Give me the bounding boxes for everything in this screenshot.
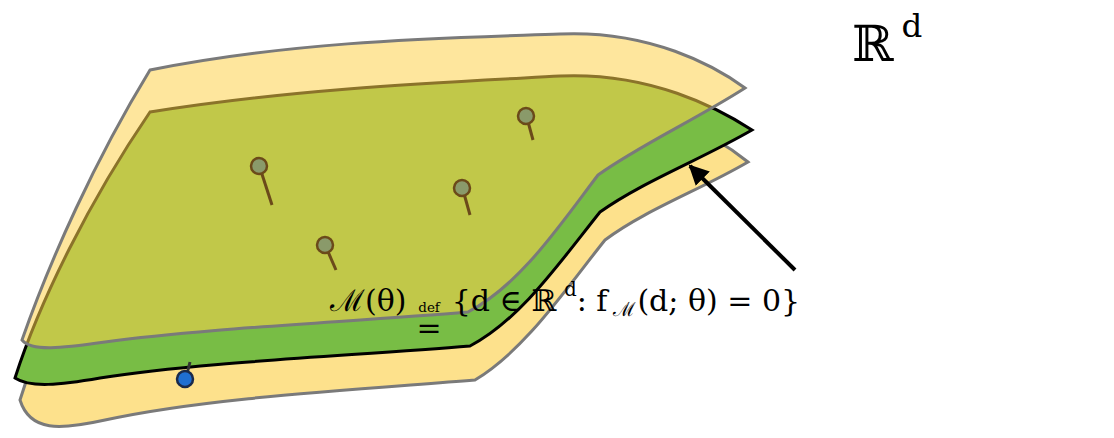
superscript: d [902,10,923,43]
math-text: ℝ [852,19,894,69]
data-points [186,118,533,378]
space-label: ℝd [852,10,922,69]
manifold-definition: ℳ(θ) def= {d ∈ ℝ d: fℳ(d; θ) = 0} [330,278,806,343]
math-text: : f [577,283,608,319]
math-text: (d; θ) = 0} [637,283,800,319]
subscript: ℳ [613,298,636,321]
def-equals: def= [416,301,441,343]
pointer-arrow [690,166,795,270]
upper-offset-sheet [22,34,745,348]
math-text: ℳ(θ) [330,283,406,319]
equals-sign: = [416,313,441,343]
superscript: d [564,278,576,301]
data-point-dots [177,108,534,387]
math-text: {d ∈ ℝ [452,283,557,319]
